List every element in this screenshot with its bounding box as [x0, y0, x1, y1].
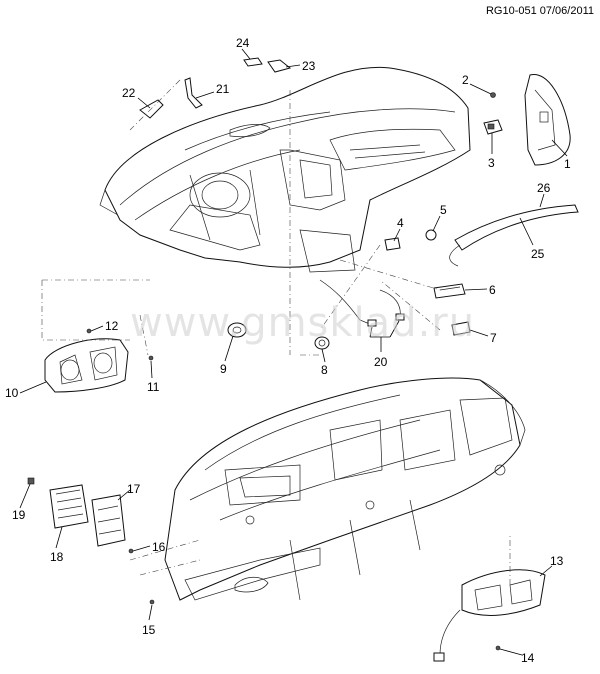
part-13-module [433, 569, 546, 662]
part-1-end-panel [524, 74, 571, 166]
callout-10: 10 [5, 386, 19, 400]
callout-14: 14 [521, 651, 535, 665]
callout-8: 8 [321, 363, 328, 377]
part-10-instrument-cluster [44, 338, 129, 393]
part-22-bracket [139, 99, 164, 119]
part-16-screw [128, 548, 134, 554]
callout-11: 11 [147, 380, 160, 394]
instrument-panel-carrier [164, 377, 526, 601]
callout-3: 3 [488, 156, 495, 170]
callout-20: 20 [374, 355, 388, 369]
callout-21: 21 [216, 82, 230, 96]
diagram-reference-code: RG10-051 07/06/2011 [486, 5, 594, 17]
part-19-clip [27, 477, 35, 485]
callout-5: 5 [440, 203, 447, 217]
part-7-switch [451, 321, 471, 336]
callout-7: 7 [490, 331, 497, 345]
alignment-lines [41, 79, 511, 585]
part-18-module-box [49, 484, 89, 529]
part-3-clip [483, 119, 503, 135]
part-14-screw [495, 645, 501, 651]
part-12-screw [86, 328, 92, 334]
callout-25: 25 [531, 247, 545, 261]
callout-18: 18 [50, 550, 64, 564]
callout-12: 12 [105, 319, 119, 333]
callout-22: 22 [122, 86, 136, 100]
callout-17: 17 [127, 482, 141, 496]
callout-24: 24 [236, 36, 250, 50]
callout-19: 19 [12, 508, 26, 522]
instrument-panel-upper [99, 66, 471, 273]
callout-23: 23 [302, 59, 316, 73]
callout-2: 2 [462, 73, 469, 87]
callout-9: 9 [220, 362, 227, 376]
callout-labels: 1 2 3 4 5 6 7 8 9 10 11 12 13 14 15 16 1… [5, 36, 571, 665]
callout-1: 1 [564, 157, 571, 171]
part-11-screw [148, 355, 154, 361]
part-5-knob [425, 229, 437, 241]
part-4-connector [384, 237, 401, 251]
part-25-26-trim-strip [449, 204, 579, 267]
part-6-switch [433, 283, 466, 299]
part-23-bracket [267, 59, 292, 73]
part-24-bracket [243, 57, 263, 67]
watermark: www.gmsklad.ru [130, 300, 475, 346]
part-15-screw [149, 599, 155, 605]
part-2-fastener [490, 92, 496, 98]
leader-lines [19, 48, 568, 656]
callout-4: 4 [397, 216, 404, 230]
part-9-knob [227, 322, 247, 338]
part-17-module [91, 494, 126, 547]
callout-6: 6 [489, 283, 496, 297]
callout-16: 16 [152, 540, 166, 554]
callout-15: 15 [142, 623, 156, 637]
callout-26: 26 [537, 181, 551, 195]
part-21-bracket [184, 77, 203, 109]
callout-13: 13 [550, 554, 564, 568]
